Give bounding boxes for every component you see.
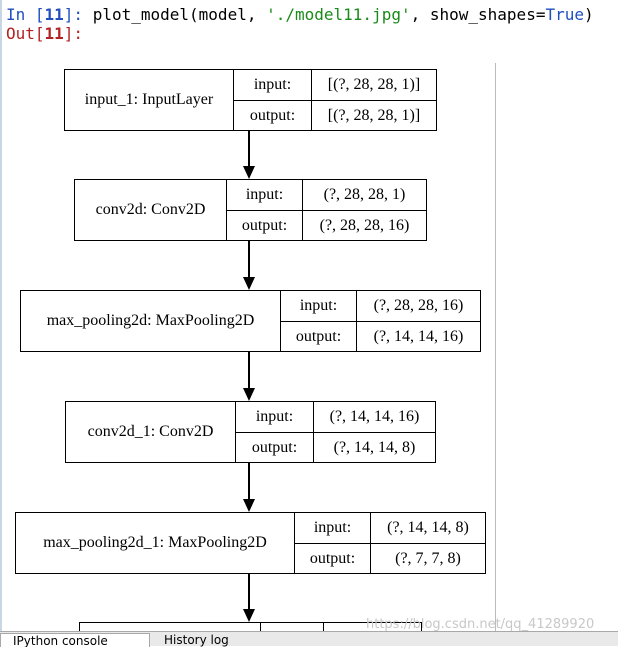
output-label: output: [295, 544, 371, 574]
output-shape: [(?, 28, 28, 1)] [327, 107, 421, 124]
layer-name: max_pooling2d: MaxPooling2D [21, 291, 281, 351]
tab-history-log[interactable]: History log [164, 633, 229, 647]
code-close-paren: ) [583, 5, 594, 24]
in-prompt-label: In [ [6, 5, 45, 24]
output-label: output: [234, 101, 312, 131]
code-string-arg: './model11.jpg' [266, 5, 411, 24]
input-shape: [(?, 28, 28, 1)] [327, 76, 421, 93]
input-label: input: [281, 291, 357, 321]
output-label: output: [281, 322, 357, 352]
shape-row-divider [227, 210, 426, 211]
edge-line [248, 352, 250, 389]
output-prompt: Out[11]: [6, 25, 83, 43]
shape-row-divider [236, 432, 435, 433]
out-prompt-label: Out[ [6, 24, 45, 43]
input-shape: (?, 14, 14, 8) [387, 519, 469, 536]
layer-name: conv2d: Conv2D [75, 180, 227, 240]
arrow-head-icon [243, 609, 255, 622]
edge-line [248, 463, 250, 500]
layer-name: max_pooling2d_1: MaxPooling2D [16, 513, 295, 573]
shape-row-divider [295, 543, 485, 544]
layer-name: conv2d_1: Conv2D [66, 402, 236, 462]
code-bool-value: True [545, 5, 584, 24]
bottom-tab-bar [0, 631, 618, 646]
out-prompt-end: ]: [63, 24, 84, 43]
input-label: input: [295, 513, 371, 543]
input-label: input: [234, 70, 312, 100]
in-prompt-end: ]: [63, 5, 93, 24]
arrow-head-icon [243, 499, 255, 512]
output-label: output: [236, 433, 314, 463]
code-function-call: plot_model(model, [92, 5, 267, 24]
tab-ipython-console[interactable]: IPython console [0, 633, 150, 647]
input-shape: (?, 28, 28, 16) [373, 297, 464, 314]
edge-line [248, 131, 250, 167]
input-cell-line[interactable]: In [11]: plot_model(model, './model11.jp… [6, 6, 594, 24]
edge-line [248, 574, 250, 610]
arrow-head-icon [243, 388, 255, 401]
input-shape: (?, 28, 28, 1) [323, 186, 406, 203]
layer-name: input_1: InputLayer [65, 70, 234, 130]
input-label: input: [227, 180, 303, 210]
watermark-text: https://blog.csdn.net/qq_41289920 [366, 617, 595, 632]
out-prompt-number: 11 [44, 24, 64, 43]
input-label: input: [236, 402, 314, 432]
output-shape: (?, 14, 14, 16) [373, 328, 464, 345]
plot-image-right-edge [495, 63, 496, 633]
cell-left-border [0, 0, 2, 632]
code-kwarg: , show_shapes= [410, 5, 546, 24]
output-label: output: [227, 211, 303, 241]
output-shape: (?, 14, 14, 8) [333, 439, 416, 456]
input-shape: (?, 14, 14, 16) [329, 408, 420, 425]
in-prompt-number: 11 [44, 5, 64, 24]
arrow-head-icon [243, 277, 255, 290]
output-shape: (?, 7, 7, 8) [395, 550, 461, 567]
shape-row-divider [281, 321, 480, 322]
arrow-head-icon [243, 166, 255, 179]
edge-line [248, 241, 250, 278]
output-shape: (?, 28, 28, 16) [319, 217, 410, 234]
shape-row-divider [234, 100, 436, 101]
